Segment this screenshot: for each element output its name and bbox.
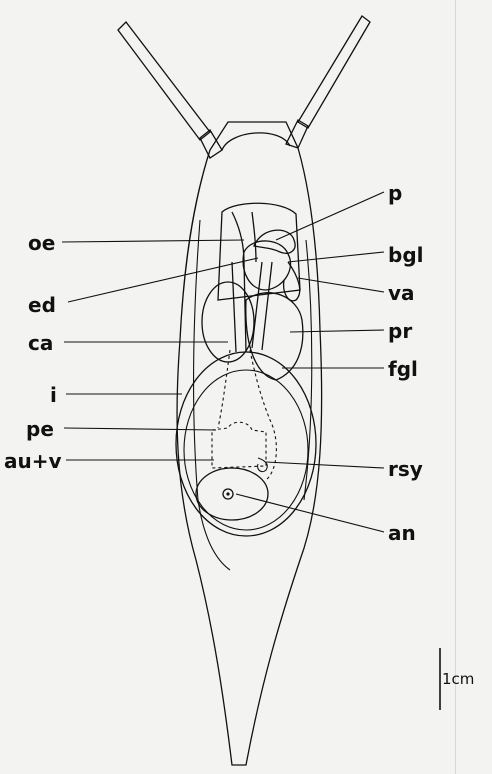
- label-pe: pe: [26, 417, 54, 441]
- head-plate: [222, 133, 290, 150]
- label-i: i: [50, 383, 57, 407]
- label-rsy: rsy: [388, 457, 423, 481]
- body-outline: [177, 122, 322, 765]
- label-va: va: [388, 281, 415, 305]
- label-bgl: bgl: [388, 243, 424, 267]
- right-rhinophore: [286, 16, 370, 148]
- label-au-v: au+v: [4, 449, 62, 473]
- leader-lines: [62, 192, 384, 532]
- scale-bar-label: 1cm: [442, 670, 474, 688]
- label-oe: oe: [28, 231, 55, 255]
- anal-papilla-region: [196, 468, 268, 520]
- label-ed: ed: [28, 293, 56, 317]
- label-p: p: [388, 181, 402, 205]
- label-an: an: [388, 521, 416, 545]
- heart-auricle-ventricle: [212, 422, 266, 468]
- ejaculatory-duct: [252, 262, 272, 350]
- label-pr: pr: [388, 319, 412, 343]
- label-ca: ca: [28, 331, 53, 355]
- intestine-outline: [184, 370, 308, 530]
- label-fgl: fgl: [388, 357, 418, 381]
- oesophagus: [232, 212, 256, 262]
- left-rhinophore: [118, 22, 222, 158]
- pericardium: [176, 352, 316, 536]
- vas-deferens: [284, 262, 300, 301]
- female-gland-mass: [246, 293, 303, 380]
- crop-tube: [232, 262, 246, 352]
